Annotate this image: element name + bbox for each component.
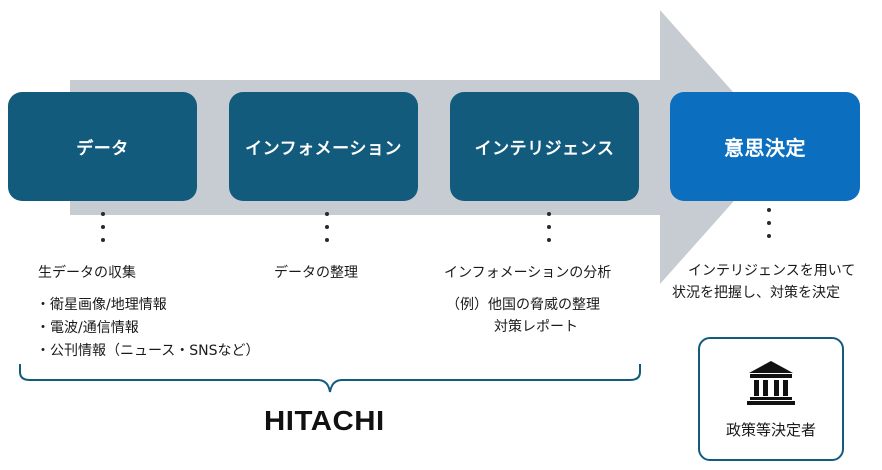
- step-intelligence-label: インテリジェンス: [474, 139, 615, 159]
- decision-line-2: 状況を把握し、対策を決定: [672, 285, 840, 301]
- intelligence-example-2: 対策レポート: [494, 319, 578, 335]
- policy-maker-box: 政策等決定者: [698, 337, 844, 461]
- dots-intelligence: [547, 212, 553, 242]
- step-decision-box: 意思決定: [670, 92, 860, 201]
- data-item-radio: ・電波/通信情報: [36, 320, 139, 336]
- step-information-label: インフォメーション: [245, 139, 402, 159]
- dots-decision: [767, 208, 773, 238]
- data-heading: 生データの収集: [38, 265, 136, 281]
- data-item-public: ・公刊情報（ニュース・SNSなど）: [36, 343, 260, 359]
- step-intelligence-box: インテリジェンス: [450, 92, 639, 201]
- intelligence-heading: インフォメーションの分析: [444, 265, 612, 281]
- step-information-box: インフォメーション: [229, 92, 418, 201]
- step-data-label: データ: [76, 139, 129, 159]
- hitachi-logo: HITACHI: [264, 405, 385, 436]
- step-data-box: データ: [8, 92, 197, 201]
- intelligence-example-1: （例）他国の脅威の整理: [446, 297, 600, 313]
- dots-information: [325, 212, 331, 242]
- information-heading: データの整理: [274, 265, 358, 281]
- government-building-icon: [747, 361, 795, 405]
- dots-data: [101, 212, 107, 242]
- decision-line-1: インテリジェンスを用いて: [688, 263, 856, 279]
- step-decision-label: 意思決定: [724, 136, 806, 160]
- data-item-satellite: ・衛星画像/地理情報: [36, 297, 167, 313]
- policy-maker-label: 政策等決定者: [725, 421, 816, 439]
